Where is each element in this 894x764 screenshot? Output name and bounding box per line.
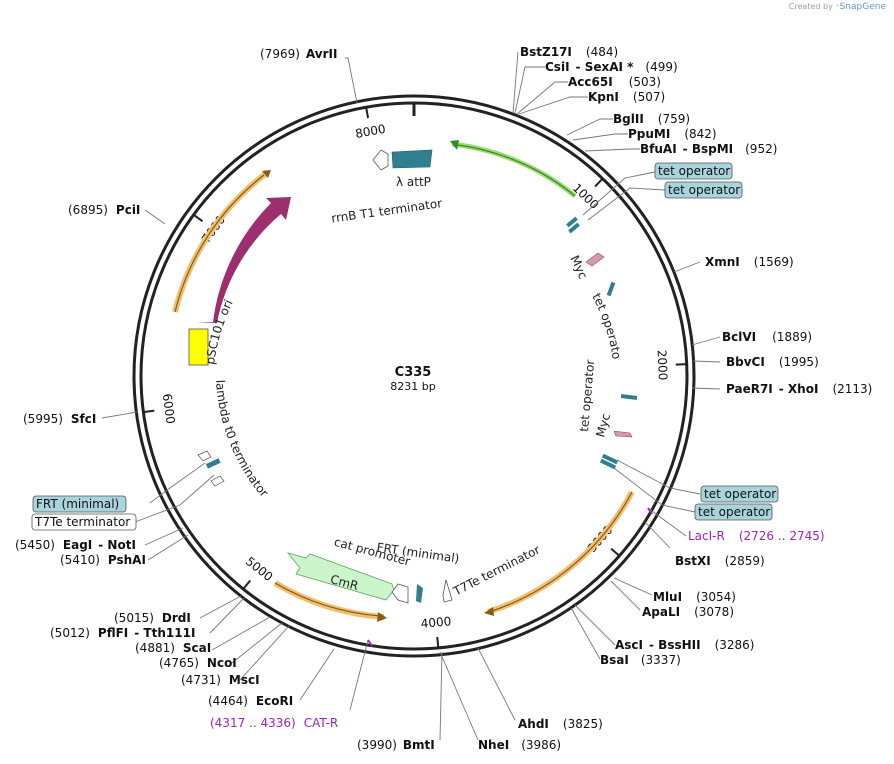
myc-label-1: Myc (567, 253, 590, 281)
site-acc65i: Acc65I(503) (568, 75, 661, 89)
plasmid-name: C335 (395, 365, 432, 380)
cat-promoter-arrow (391, 583, 409, 604)
orf-arc-se (487, 490, 635, 615)
site-drdi: (5015)DrdI (114, 611, 191, 625)
site-bfuai-bspmi: BfuAI- BspMI(952) (640, 142, 777, 156)
site-labels: (7969)AvrII BstZ17I(484) CsiI- SexAI *(4… (15, 45, 872, 752)
site-ecori: (4464)EcoRI (208, 694, 293, 708)
site-ahdi: AhdI(3825) (518, 717, 603, 731)
lambda-attp-box (391, 149, 433, 169)
tick-mark (242, 579, 251, 590)
tet-operator-box-2: tet operator (668, 183, 740, 197)
site-csii-sexai: CsiI- SexAI *(499) (545, 60, 678, 74)
green-orf-arrowhead (450, 140, 459, 150)
rep101-arrow (196, 197, 291, 323)
t7te-terminator-box: T7Te terminator (34, 515, 130, 529)
snapgene-logo-icon: ⁺ (835, 2, 840, 11)
myc-mark-2 (613, 430, 633, 438)
site-kpni: KpnI(507) (588, 90, 665, 104)
myc-label-2: Myc (593, 412, 613, 439)
site-ncoi: (4765)NcoI (159, 656, 237, 670)
site-bglii: BglII(759) (613, 112, 690, 126)
tet-operator-box-4: tet operator (698, 505, 770, 519)
site-pcii: (6895)PciI (68, 203, 140, 217)
frt-minimal-box: FRT (minimal) (36, 497, 119, 511)
site-paer7i-xhoi: PaeR7I- XhoI(2113) (726, 382, 872, 396)
orf-arc-se-line (491, 491, 633, 612)
tet-operator-box-3: tet operator (704, 487, 776, 501)
primer-laci-r: LacI-R(2726 .. 2745) (688, 529, 825, 543)
site-asci-bsshii: AscI- BssHII(3286) (615, 638, 754, 652)
tick-label: 6000 (160, 393, 178, 425)
tet-operator-marks (566, 216, 638, 470)
lambda-t0-marks (197, 450, 225, 487)
tick-label: 4000 (420, 614, 452, 631)
site-bstxi: BstXI(2859) (675, 554, 765, 568)
orf-arc-nw-line (174, 174, 265, 313)
site-bmti: (3990)BmtI (357, 738, 435, 752)
laci-r-primer-mark (647, 507, 653, 515)
tet-operator-label-2: tet operator (577, 359, 597, 432)
snapgene-credit: Created by ⁺SnapGene (789, 2, 886, 12)
site-bstz17i: BstZ17I(484) (520, 45, 618, 59)
orf-sw-arrowhead (377, 612, 387, 622)
cat-promoter-label: cat promoter (333, 535, 412, 569)
site-xmni: XmnI(1569) (705, 255, 794, 269)
lambda-attp-label: λ attP (396, 175, 431, 189)
t7te-center-label: T7Te terminator (450, 543, 542, 599)
green-orf-arc (451, 141, 577, 198)
tet-operator-box-1: tet operator (658, 164, 730, 178)
tick-mark (594, 177, 604, 188)
green-orf-line (457, 144, 576, 197)
leader-lines (101, 51, 721, 741)
psc101-ori-box (188, 328, 209, 366)
rrnb-t1-label: rrnB T1 terminator (330, 196, 443, 225)
site-bbvci: BbvCI(1995) (726, 355, 819, 369)
rrnb-t1-arrow (372, 149, 389, 171)
site-ppumi: PpuMI(842) (628, 127, 717, 141)
site-apali: ApaLI(3078) (642, 605, 734, 619)
site-eagi-noti: (5450)EagI- NotI (15, 538, 136, 552)
tick-label: 5000 (243, 554, 276, 584)
site-bsai: BsaI(3337) (600, 653, 681, 667)
primer-cat-r: (4317 .. 4336)CAT-R (210, 716, 338, 730)
credit-brand: SnapGene (839, 2, 886, 12)
site-sfci: (5995)SfcI (23, 412, 96, 426)
backbone-outer (132, 94, 696, 658)
boxed-labels: tet operator tet operator tet operator t… (31, 162, 779, 531)
site-pshai: (5410)PshAI (60, 553, 146, 567)
tick-mark (193, 213, 204, 223)
primer-labels: LacI-R(2726 .. 2745) (4317 .. 4336)CAT-R (210, 529, 825, 730)
tick-label: 2000 (655, 350, 670, 381)
site-avrii: (7969)AvrII (260, 47, 337, 61)
t7te-center (442, 579, 453, 603)
site-mlui: MluI(3054) (653, 590, 736, 604)
site-pflfi-tth111i: (5012)PflFI- Tth111I (50, 626, 195, 640)
tick-label: 8000 (354, 122, 387, 141)
orf-arc-sw-line (274, 582, 381, 617)
tick-mark (610, 547, 621, 557)
frt-minimal-center (416, 584, 423, 603)
tick-mark (365, 107, 370, 119)
cmr-arrow (286, 552, 395, 601)
plasmid-length: 8231 bp (390, 380, 435, 393)
tick-mark (143, 409, 155, 414)
site-scai: (4881)ScaI (135, 641, 211, 655)
orf-se-arrowhead (484, 607, 494, 616)
tick-mark (436, 636, 440, 649)
site-msci: (4731)MscI (181, 673, 260, 687)
cat-r-primer-mark (367, 639, 373, 647)
myc-mark-1 (585, 252, 605, 267)
site-bclvi: BclVI(1889) (722, 330, 812, 344)
site-nhei: NheI(3986) (478, 738, 561, 752)
credit-prefix: Created by (788, 2, 833, 11)
orf-nw-arrowhead (262, 170, 271, 178)
